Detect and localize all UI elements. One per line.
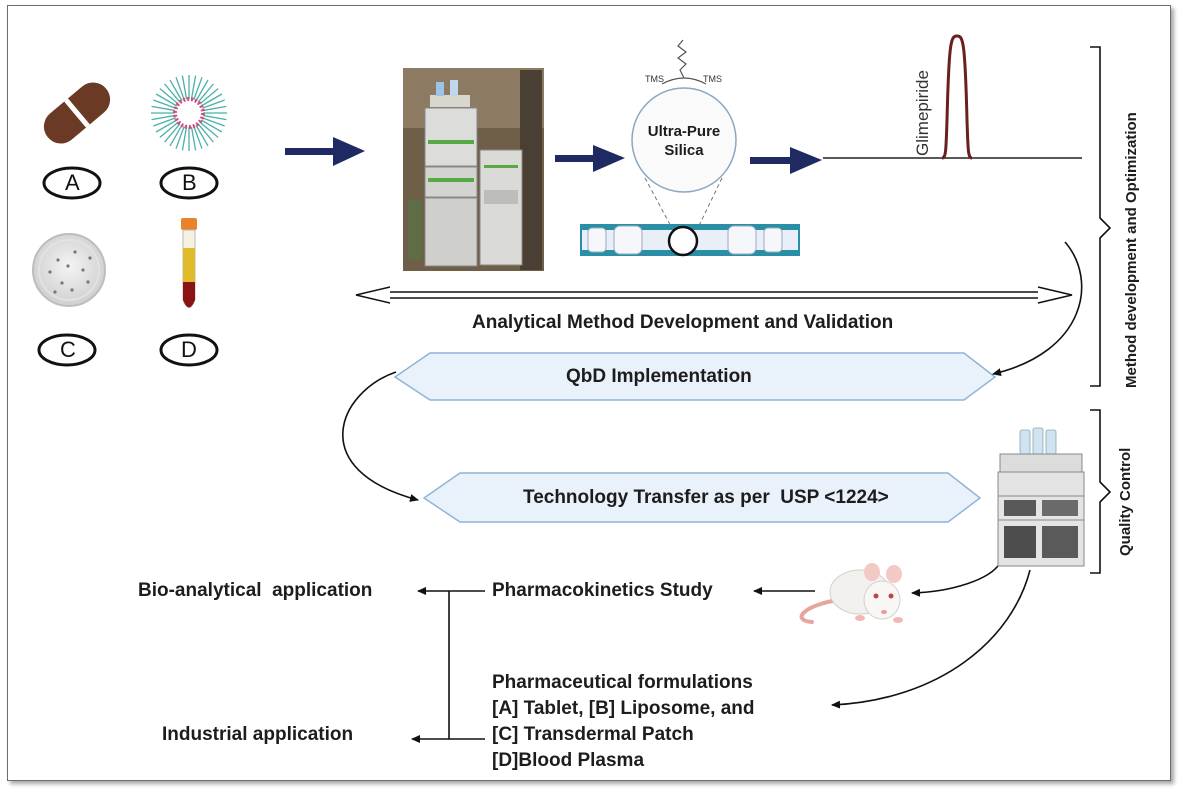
lipid-tail	[175, 125, 185, 149]
curve-arrow-to-tech-transfer	[342, 371, 419, 502]
flow-arrow-2	[555, 145, 625, 172]
lipid-tail	[181, 126, 188, 151]
lipid-tail	[169, 124, 183, 147]
tms-label-right: TMS	[703, 74, 722, 84]
lipid-tail	[200, 93, 223, 107]
lipid-tail	[195, 79, 209, 102]
lipid-tail	[201, 99, 225, 109]
lipid-tail	[201, 117, 225, 127]
curve-arrow-to-qbd	[992, 241, 1083, 377]
label-ellipse-c	[37, 333, 97, 367]
lipid-tail	[199, 121, 219, 138]
formulations-line-3: [D]Blood Plasma	[492, 750, 645, 771]
qbd-label: QbD Implementation	[566, 366, 752, 387]
lipid-tail	[202, 105, 227, 112]
sample-label-b: B	[182, 170, 197, 195]
lipid-tail	[155, 93, 178, 107]
method-opt-bracket	[1090, 46, 1112, 387]
lipid-tail	[175, 77, 185, 101]
quality-control-label: Quality Control	[1117, 447, 1134, 556]
lipid-tail	[193, 77, 203, 101]
qbd-hexagon	[393, 352, 997, 401]
lipid-tail	[202, 114, 227, 121]
formulations-line-2: [C] Transdermal Patch	[492, 724, 694, 745]
liposome-core	[173, 97, 205, 129]
lipid-tail	[155, 119, 178, 133]
flow-arrow-1	[285, 137, 365, 166]
lipid-tail	[153, 117, 177, 127]
petri-dish-icon	[32, 233, 106, 307]
method-dev-label: Analytical Method Development and Valida…	[472, 312, 894, 333]
method-opt-label: Method development and Optimization	[1123, 112, 1140, 388]
chromatogram-peak	[823, 34, 1082, 160]
formulations-title: Pharmaceutical formulations	[492, 672, 753, 693]
lipid-tail	[181, 75, 188, 100]
lipid-tail	[159, 88, 179, 105]
pk-study-label: Pharmacokinetics Study	[492, 580, 713, 601]
lipid-tail	[193, 125, 203, 149]
lipid-tail	[164, 83, 181, 103]
lipid-tail	[197, 83, 214, 103]
silica-label-line2: Silica	[664, 142, 704, 159]
tech-transfer-label: Technology Transfer as per USP <1224>	[523, 487, 889, 508]
quality-control-bracket	[1090, 409, 1112, 574]
lipid-tail	[159, 121, 179, 138]
tms-label-left: TMS	[645, 74, 664, 84]
lipid-tail	[151, 105, 176, 112]
lipid-tail	[164, 123, 181, 143]
flow-arrow-3	[750, 147, 822, 174]
lipid-tail	[153, 99, 177, 109]
rat-icon	[799, 563, 903, 624]
hplc-system-icon	[997, 427, 1085, 567]
lipid-tail	[197, 123, 214, 143]
lipid-tail	[169, 79, 183, 102]
industrial-label: Industrial application	[162, 724, 354, 745]
lipid-tail	[190, 75, 197, 100]
formulations-line-1: [A] Tablet, [B] Liposome, and	[492, 698, 755, 719]
hplc-instrument-photo	[403, 68, 544, 271]
tech-transfer-hexagon	[422, 472, 982, 523]
lipid-tail	[200, 119, 223, 133]
label-ellipse-b	[159, 166, 219, 200]
formulations-block: Pharmaceutical formulations [A] Tablet, …	[492, 670, 754, 774]
curve-arrow-to-formulations	[831, 569, 1031, 709]
silica-particle-icon	[631, 39, 737, 233]
tablet-icon	[43, 82, 111, 144]
sample-label-a: A	[65, 170, 80, 195]
lipid-tail	[199, 88, 219, 105]
curve-arrow-to-rat	[911, 562, 1001, 597]
blood-tube-icon	[181, 218, 197, 308]
lipid-tail	[151, 114, 176, 121]
label-ellipse-d	[159, 333, 219, 367]
liposome-icon	[151, 75, 227, 151]
label-ellipse-a	[42, 166, 102, 200]
silica-label: Ultra-Pure Silica	[636, 122, 732, 160]
peak-label: Glimepiride	[913, 70, 932, 156]
lipid-tail	[195, 124, 209, 147]
silica-label-line1: Ultra-Pure	[647, 123, 721, 140]
sample-label-d: D	[181, 337, 197, 362]
method-dev-double-arrow	[355, 286, 1073, 304]
sample-label-c: C	[60, 337, 76, 362]
lipid-tail	[190, 126, 197, 151]
bio-analytical-label: Bio-analytical application	[138, 580, 373, 601]
hplc-column-icon	[580, 224, 800, 257]
